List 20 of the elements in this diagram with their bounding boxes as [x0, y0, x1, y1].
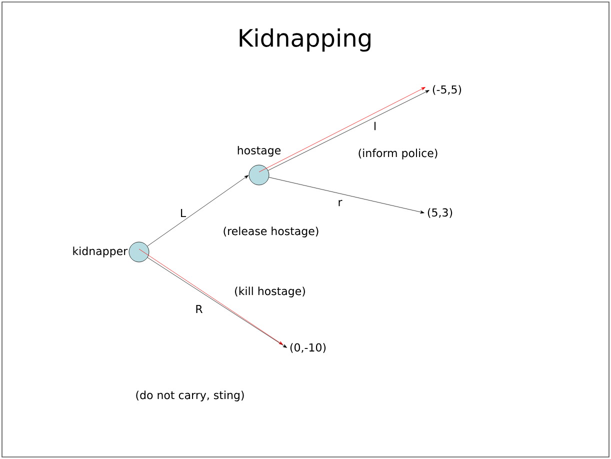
edge-label: r	[336, 198, 344, 208]
action-label: (release hostage)	[224, 226, 318, 238]
action-label: (inform police)	[358, 148, 438, 160]
edge-label: l	[372, 120, 378, 132]
node-label: hostage	[238, 146, 281, 157]
arrow	[147, 257, 287, 348]
payoff-text: (-5,5)	[432, 85, 462, 95]
action-label: (kill hostage)	[235, 286, 305, 298]
edge-label: R	[194, 304, 204, 314]
node-label: kidnapper	[73, 246, 128, 258]
decision-node: hostage	[238, 146, 281, 186]
payoff-text: (0,-10)	[290, 343, 326, 353]
action-label: (do not carry, sting)	[136, 390, 244, 402]
edge-label: L	[178, 208, 188, 218]
payoff-text: (5,3)	[428, 208, 452, 218]
title: Kidnapping	[240, 28, 370, 52]
arrow	[147, 175, 248, 246]
decision-node: kidnapper	[73, 242, 150, 262]
arrow	[138, 248, 283, 345]
arrow	[268, 177, 424, 214]
